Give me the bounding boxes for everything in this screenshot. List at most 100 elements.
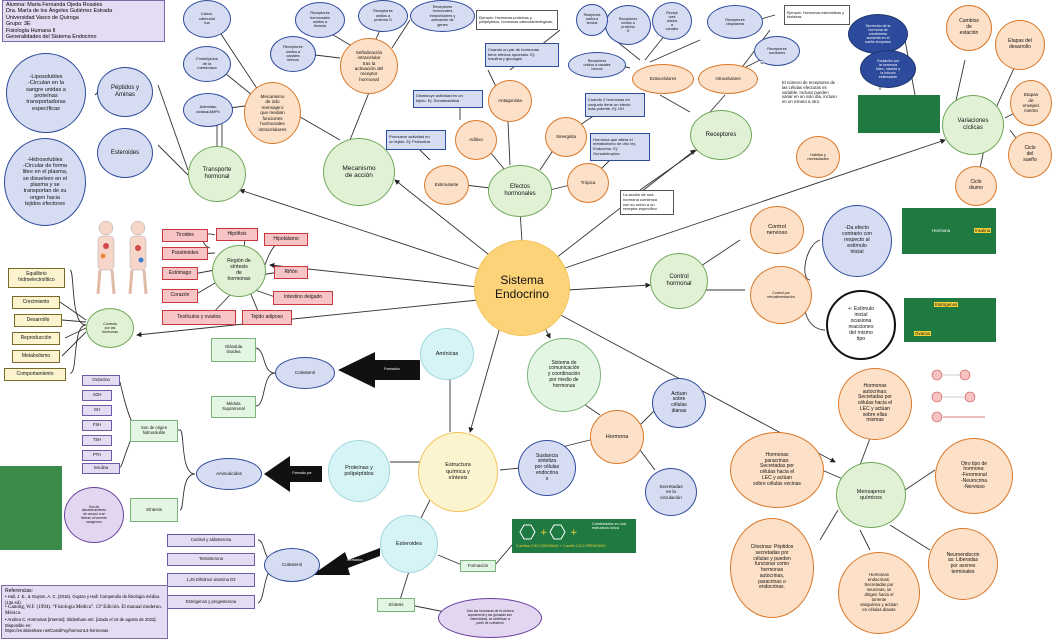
arrow-label-proteinas: Formado por — [292, 471, 312, 476]
region-hipofisis: Hipófisis — [216, 228, 258, 241]
messengers-node: Mensajeros químicos — [836, 462, 906, 528]
medula-box: Médula Suprarrenal — [211, 396, 256, 418]
sintesis-e-box: Síntesis — [377, 598, 415, 612]
img-label: Estrógenos — [934, 302, 959, 308]
region-corazon: Corazón — [162, 289, 198, 303]
header-info: Alumna: Maria Fernanda Ojeda Rosales Dra… — [2, 0, 165, 42]
img-label-b: Ovarios — [914, 331, 932, 337]
rec-citoplasma-node: Receptores citoplasma — [707, 5, 763, 39]
accion-note: La acción de una hormona comienza con su… — [620, 190, 674, 215]
reference-line: • Hall, J. E., & Guyton, A. C. (2016). G… — [5, 594, 160, 605]
autocrinas-node: Hormonas autocrinas: Secretadas por célu… — [838, 368, 912, 440]
header-line: Universidad Vasco de Quiroga — [6, 14, 79, 21]
proteinas-node: Proteínas y polipéptidos — [328, 440, 390, 502]
func-comportamiento: Comportamiento — [4, 368, 66, 381]
endocrinas-node: Hormonas endocrinas: Secretadas por neur… — [838, 552, 920, 634]
tropica-node: Trópica — [567, 163, 609, 203]
retro-negativa-node: -Da efecto contrario con respecto al est… — [822, 205, 892, 277]
hormona-node: Hormona — [590, 410, 644, 464]
steroid-ring-image: Combinados en una estructura única 3 ani… — [512, 519, 636, 553]
references-title: Referencias: — [5, 588, 34, 594]
mechanism-node: Mecanismo de acción — [323, 138, 395, 206]
rec-ext-canales-node: Recept ores unidos a canales — [652, 2, 692, 40]
mec-horm-node: Mecanismo de 2do mensajero que median fu… — [244, 82, 301, 144]
regions-node: Región de síntesis de hormonas — [212, 245, 266, 297]
aditivo-node: Aditivo — [455, 120, 497, 160]
control-nervioso-node: Control nervioso — [750, 206, 804, 254]
desarrollo-node: Etapas del desarrollo — [995, 20, 1045, 70]
func-reproduccion: Reproducción — [12, 332, 60, 345]
habitos-node: Hábitos y necesidades — [796, 136, 840, 178]
rings-icon: + + — [519, 524, 578, 540]
rec-ext-prot-g-node: Receptores unidos a proteína G — [605, 5, 651, 45]
svg-text:+: + — [570, 528, 578, 538]
reference-line: • Andrea C. Hormonas [Internet]. Slidesh… — [5, 617, 157, 628]
esteroides-c-node: Esteroides — [380, 515, 438, 573]
effects-node: Efectos hormonales — [488, 165, 552, 217]
paracrinas-node: Hormonas paracrinas: Secretadas por célu… — [730, 432, 824, 508]
center-node: Sistema Endocrino — [474, 240, 570, 336]
esteroides-t-node: Esteroides — [97, 128, 153, 178]
sustancia-node: Sustancia sintetiza por células endocrin… — [518, 440, 576, 496]
cycles-green-box — [858, 95, 940, 133]
aminoacidos-node: Aminoácidos — [196, 458, 262, 490]
liposolubles-node: -Liposolubles -Circulan en la sangre uni… — [6, 53, 86, 133]
est-item: Cortisol y aldosterona — [167, 534, 255, 547]
arrow-label-aminicas: Formación — [383, 367, 401, 372]
region-intestino: Intestino delgado — [273, 291, 333, 305]
ej-aditivo: Disminuye actividad en un tejido. Ej: So… — [413, 90, 483, 108]
func-crecimiento: Crecimiento — [12, 296, 60, 309]
header-line: Alumna: Maria Fernanda Ojeda Rosales — [6, 2, 103, 8]
region-tiroides: Tiroides — [162, 229, 208, 242]
senal-node: Señalización intracelular tras la activa… — [340, 38, 398, 94]
purple-note-e: Solo las hormonas de la corteza suprarre… — [438, 598, 542, 638]
cell-signal-image — [925, 365, 995, 429]
prot-item: ADH — [82, 390, 112, 401]
ej-antagonista: Cuando un par de hormonas tiene efectos … — [485, 43, 559, 67]
img-label-b: Insulina — [974, 228, 992, 234]
prot-item: Insulina — [82, 463, 120, 474]
rec-ext-ionicos2-node: Receptores unidos a canales iónicos — [760, 60, 764, 64]
origen-box: Son de origen hidrosoluble — [130, 420, 178, 442]
hidrosolubles-node: -Hidrosolubles -Circular de forma libre … — [4, 138, 86, 226]
header-line: Fisiología Humana II — [6, 27, 56, 34]
purple-note-p: Son de almacenamiento de vesícul a se li… — [64, 487, 124, 543]
func-metabolismo: Metabolismo — [12, 350, 60, 363]
est-item: Testosterona — [167, 553, 255, 566]
secretadas-node: Secretadas en la circulación — [645, 468, 697, 516]
citocinas-node: Citocinas: Péptidos secretadas por célul… — [730, 518, 814, 618]
region-rinon: Riñón — [274, 266, 308, 279]
rec-canales-node: Receptores unidos a canales iónicos — [270, 36, 316, 72]
est-item: 1,25 Dihidroxi vitamina D3 — [167, 573, 255, 587]
rec-ext-tirosina-node: Receptores unidos a tirosina — [576, 4, 608, 36]
region-paratiroides: Paratiroides — [162, 247, 208, 260]
functions-node: Controla por las hormonas — [86, 308, 134, 348]
arrow-label-esteroides: Derivados — [347, 558, 363, 563]
est-item: Estrógenos y progesterona — [167, 595, 255, 609]
header-line: Dra. María de los Ángeles Gutiérrez Estr… — [6, 8, 113, 15]
envejec-node: Etapas de envejeci miento — [1010, 80, 1052, 126]
calcio-node: Calcio- calmodul ina — [183, 0, 231, 38]
fosfo-node: Fosfolípidos de la membrana — [183, 46, 231, 82]
ring-label: Combinados en una estructura única — [592, 522, 626, 531]
rec-ext-ionicos-node: Receptores unidos a canales iónicos — [568, 52, 626, 78]
receptors-node: Receptores — [690, 110, 752, 160]
body-organs-image — [86, 218, 156, 296]
control-retro-node: Control por retroalimentación — [750, 266, 812, 324]
antagonista-node: Antagonista — [488, 80, 532, 122]
glandula-box: Glándula tiroidea — [211, 338, 256, 362]
insulina-image: Hormona Insulina — [902, 208, 996, 254]
otro-tipo-node: Otro tipo de hormona: -Feromonal -Neuroc… — [935, 438, 1013, 514]
region-testiculos: Testículos y ovarios — [162, 310, 236, 325]
comm-node: Sistema de comunicación y coordinación p… — [527, 338, 601, 412]
estrogenos-image: Estrógenos Ovarios — [904, 298, 996, 342]
prot-item: PTH — [82, 450, 112, 461]
references: Referencias: • Hall, J. E., & Guyton, A.… — [1, 585, 168, 639]
colesterol-a-node: Colesterol — [275, 357, 335, 389]
sintesis-p-box: Síntesis — [130, 498, 178, 522]
header-line: Generalidades del Sistema Endocrino — [6, 34, 97, 41]
prot-item: GH — [82, 405, 112, 416]
cycles-node: Variaciones cíclicas — [942, 95, 1004, 155]
region-estomago: Estómago — [162, 267, 198, 280]
